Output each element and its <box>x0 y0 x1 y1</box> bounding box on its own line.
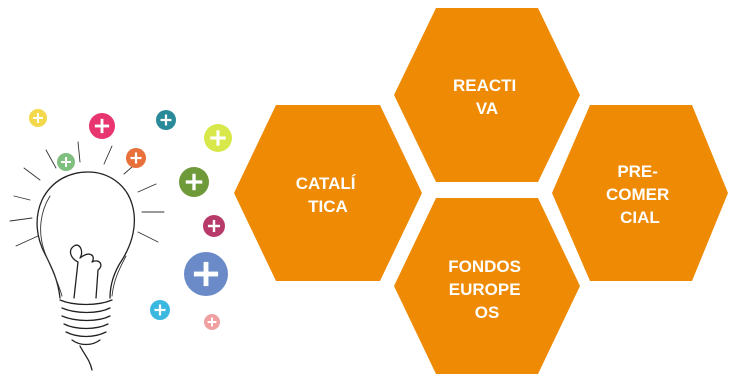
hexagon-label-line: PRE- <box>617 162 658 181</box>
plus-badge-icon <box>179 167 209 197</box>
hexagon-shape <box>394 198 580 374</box>
lightbulb-illustration <box>9 141 165 371</box>
plus-badge-icon <box>203 215 225 237</box>
plus-bar <box>192 173 196 191</box>
plus-badge-icon <box>204 124 232 152</box>
plus-bar <box>158 304 162 316</box>
hexagon-label-line: CATALÍ <box>296 174 357 193</box>
hexagon-label: CATALÍ TICA <box>296 174 361 216</box>
plus-badge-icon <box>89 113 115 139</box>
hexagon-label-line: CIAL <box>620 208 660 227</box>
hexagon-label-line: COMER <box>606 185 669 204</box>
plus-badge-icon <box>204 314 220 330</box>
hexagon-shape <box>552 105 728 281</box>
bulb-outline <box>36 171 136 299</box>
light-rays <box>9 141 165 247</box>
plus-bar <box>65 157 67 167</box>
hexagon-label: PRE- COMER CIAL <box>606 162 674 227</box>
bulb-base <box>59 299 113 371</box>
hexagon-label-line: TICA <box>308 197 348 216</box>
hexagon-label-line: EUROPE <box>449 280 521 299</box>
hexagon-label: REACTI VA <box>453 76 521 118</box>
plus-bar <box>211 317 213 327</box>
plus-badge-icon <box>150 300 170 320</box>
hexagon-shape <box>394 8 580 182</box>
hexagon-label-line: VA <box>476 99 498 118</box>
plus-badge-icon <box>29 109 47 127</box>
hexagon-precomercial: PRE- COMER CIAL <box>552 105 728 281</box>
plus-badges <box>29 109 232 330</box>
hexagon-shape <box>234 105 422 281</box>
plus-badge-icon <box>57 153 75 171</box>
hexagon-catalitica: CATALÍ TICA <box>234 105 422 281</box>
plus-badge-icon <box>184 252 228 296</box>
hexagon-label: FONDOS EUROPE OS <box>448 257 525 322</box>
plus-badge-icon <box>156 110 176 130</box>
hexagon-reactiva: REACTI VA <box>394 8 580 182</box>
hexagon-label-line: FONDOS <box>448 257 521 276</box>
plus-bar <box>134 152 138 164</box>
hexagon-label-line: REACTI <box>453 76 516 95</box>
plus-bar <box>212 219 216 233</box>
hexagon-label-line: OS <box>475 303 500 322</box>
plus-badge-icon <box>126 148 146 168</box>
plus-bar <box>100 118 104 134</box>
plus-bar <box>203 261 209 287</box>
plus-bar <box>164 114 168 126</box>
plus-bar <box>216 130 220 146</box>
bulb-filament <box>69 244 102 299</box>
plus-bar <box>37 113 39 123</box>
hexagon-fondos-europeos: FONDOS EUROPE OS <box>394 198 580 374</box>
